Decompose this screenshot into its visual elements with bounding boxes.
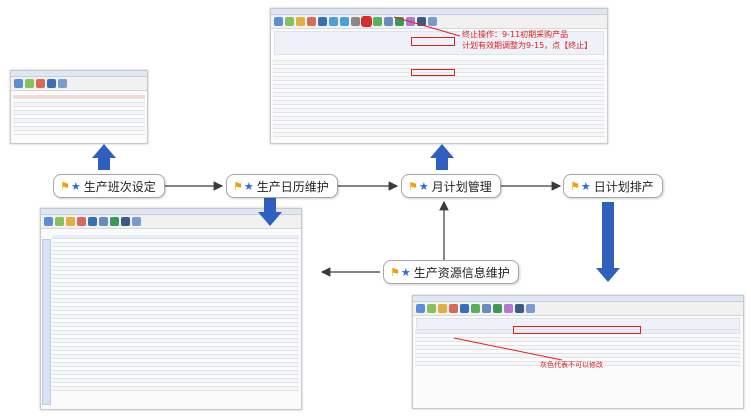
star-icon: ★ (70, 179, 81, 193)
search-icon (384, 17, 393, 26)
node-label: 生产资源信息维护 (413, 265, 510, 280)
save-icon (88, 217, 97, 226)
node-monthly-plan[interactable]: ⚑ ★ 月计划管理 (401, 174, 501, 198)
node-calendar-maintenance[interactable]: ⚑ ★ 生产日历维护 (226, 174, 338, 198)
node-shift-setting[interactable]: ⚑ ★ 生产班次设定 (53, 174, 165, 198)
print-icon (351, 17, 360, 26)
blue-arrow-down-daily (596, 202, 620, 282)
down-icon (340, 17, 349, 26)
refresh-icon (416, 304, 425, 313)
filter-icon (395, 17, 404, 26)
flag-icon: ⚑ (408, 179, 418, 193)
side-panel-tab (42, 239, 51, 405)
star-icon: ★ (418, 179, 429, 193)
help-icon (58, 79, 67, 88)
window-toolbar (413, 302, 743, 316)
node-daily-scheduling[interactable]: ⚑ ★ 日计划排产 (563, 174, 663, 198)
monthly-plan-table (273, 57, 605, 141)
add-icon (285, 17, 294, 26)
star-icon: ★ (243, 179, 254, 193)
stop-icon (361, 16, 372, 27)
help-icon (428, 17, 437, 26)
node-label: 日计划排产 (593, 179, 654, 194)
refresh-icon (274, 17, 283, 26)
node-label: 月计划管理 (431, 179, 492, 194)
edit-icon (296, 17, 305, 26)
locked-days-highlight (513, 326, 641, 334)
filter-bar (274, 31, 604, 55)
edit-icon (66, 217, 75, 226)
window-titlebar (11, 71, 147, 77)
daily-annotation-line1: 灰色代表不可以修改 (540, 361, 603, 369)
daily-annotation: 灰色代表不可以修改 (540, 360, 603, 370)
node-label: 生产班次设定 (83, 179, 156, 194)
up-icon (329, 17, 338, 26)
blue-arrow-up-monthly (430, 144, 454, 170)
save-icon (460, 304, 469, 313)
help-icon (526, 304, 535, 313)
monthly-annotation: 终止操作：9-11初期采购产品 计划有效期调整为9-15，点【终止】 (462, 29, 592, 51)
daily-schedule-screenshot (412, 295, 744, 409)
calendar-screenshot (40, 208, 302, 410)
annotation-leader-daily (453, 337, 563, 361)
monthly-plan-screenshot (270, 8, 608, 144)
approve-icon (471, 304, 480, 313)
shift-table (13, 95, 145, 141)
flag-icon: ⚑ (60, 179, 70, 193)
filter-icon (110, 217, 119, 226)
calendar-table (52, 235, 299, 407)
delete-icon (36, 79, 45, 88)
delete-icon (449, 304, 458, 313)
flag-icon: ⚑ (233, 179, 243, 193)
monthly-annotation-line1: 终止操作：9-11初期采购产品 (462, 30, 569, 39)
save-icon (47, 79, 56, 88)
save-icon (318, 17, 327, 26)
window-titlebar (271, 9, 607, 15)
add-icon (427, 304, 436, 313)
refresh-icon (44, 217, 53, 226)
window-toolbar (11, 77, 147, 91)
filter-bar (416, 318, 740, 330)
annotation-leader-monthly (393, 16, 461, 37)
monthly-annotation-line2: 计划有效期调整为9-15，点【终止】 (462, 41, 593, 50)
shift-setup-screenshot (10, 70, 148, 144)
star-icon: ★ (580, 179, 591, 193)
blue-arrow-down-calendar (258, 198, 282, 226)
approve-icon (373, 17, 382, 26)
node-resource-maintenance[interactable]: ⚑ ★ 生产资源信息维护 (383, 260, 519, 284)
delete-icon (77, 217, 86, 226)
blue-arrow-up-shift (92, 144, 116, 170)
window-titlebar (413, 296, 743, 302)
validity-field-highlight (411, 37, 455, 46)
search-icon (99, 217, 108, 226)
node-label: 生产日历维护 (256, 179, 329, 194)
window-toolbar (41, 215, 301, 229)
flag-icon: ⚑ (390, 265, 400, 279)
user-icon (515, 304, 524, 313)
edit-icon (438, 304, 447, 313)
star-icon: ★ (400, 265, 411, 279)
refresh-icon (14, 79, 23, 88)
filter-icon (493, 304, 502, 313)
export-icon (504, 304, 513, 313)
window-toolbar (271, 15, 607, 29)
add-icon (55, 217, 64, 226)
delete-icon (307, 17, 316, 26)
flag-icon: ⚑ (570, 179, 580, 193)
user-icon (121, 217, 130, 226)
help-icon (132, 217, 141, 226)
add-icon (25, 79, 34, 88)
search-icon (482, 304, 491, 313)
user-icon (417, 17, 426, 26)
validity-cell-highlight (411, 69, 455, 76)
window-titlebar (41, 209, 301, 215)
